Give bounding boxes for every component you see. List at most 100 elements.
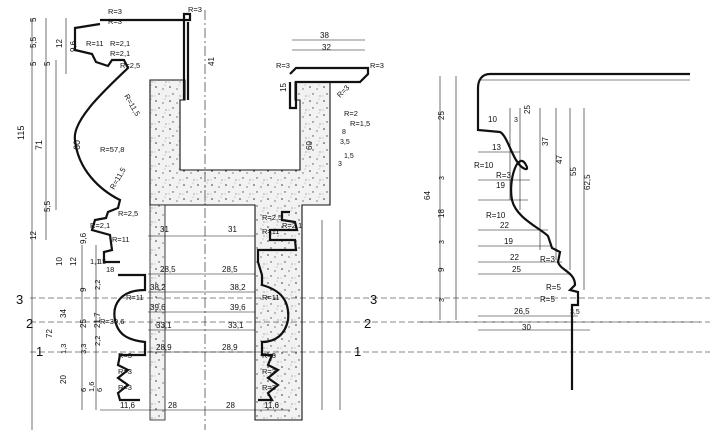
rd-h-1: 13 [492,143,501,152]
dim-b-16: 6 [79,388,88,392]
radius-cap-5: R=1,5 [350,119,370,128]
radius-ll-3: R=3 [118,351,132,360]
dim-b-11: 72 [45,329,54,338]
radius-top-2: R=3 [108,17,122,26]
wall-dimension-lines [100,39,365,411]
section-mark-right-2: 2 [364,316,371,331]
cap-depth: 41 [207,57,216,66]
rd-top-3: 25 [523,105,532,114]
wall-dim-4: 28,5 [222,265,238,274]
rd-r-2: R=3 [496,171,511,180]
wall-dim-6: 38,2 [230,283,246,292]
radius-top-3: R=11 [86,39,104,48]
dim-left-top-5: 5 [29,61,38,66]
cap-width-outer: 38 [320,31,329,40]
dim-left-top-1: 5 [29,17,38,22]
dim-b-10: 34 [59,309,68,318]
dim-left-top-2: 5,5 [29,36,38,48]
dim-low-1: 5,5 [43,200,52,212]
radius-cap-4: R=2 [344,109,358,118]
radius-cap-6: R=3 [335,83,351,99]
dim-left-top-3: 12 [55,39,64,48]
rd-vert-4: 9 [437,267,446,272]
rd-h-3: 22 [500,221,509,230]
dim-b-15: 20 [59,375,68,384]
rd-h-5: 22 [510,253,519,262]
rd-r-5: R=5 [546,283,561,292]
rd-vert-3: 18 [437,209,446,218]
radius-top-9: R=11,5 [108,166,128,191]
cap-side: 15 [279,83,288,92]
section-mark-left-2: 2 [26,316,33,331]
wall-dim-8: 39,6 [230,303,246,312]
lower-right-profile [256,210,299,402]
dim-sub-height: 60 [72,140,82,150]
rd-top-4: 37 [541,137,550,146]
radius-lr-5: R=3 [262,351,276,360]
wall-dim-11: 28,9 [156,343,172,352]
dim-b-13: 3,3 [79,344,88,354]
wall-dim-15: 11,6 [120,401,136,410]
dim-b-4: 15 [98,257,106,266]
right-profile-detail: 25 64 18 9 3 3 3 10 3 25 37 47 55 62,5 1… [420,72,700,390]
ogee-profile-left [73,22,130,264]
wall-dim-9: 33,1 [156,321,172,330]
radius-cap-2: R=3 [276,61,290,70]
dim-b-2: 12 [69,257,78,266]
left-vertical-dim-lines [31,18,341,430]
dim-overall-height: 115 [16,126,26,140]
left-section-view: 5 5,5 12 9,6 5 5 115 71 60 5,5 12 9,6 10… [16,5,710,430]
dim-b-8: 25 [79,319,88,328]
radius-lr-2: R=11 [262,227,280,236]
radius-lr-3: R=2,1 [282,221,302,230]
rd-h-2: 19 [496,181,505,190]
rd-top-1: 10 [488,115,497,124]
cap-small-5: 3 [338,161,342,168]
rd-vert-6: 3 [439,298,446,302]
wall-dim-1: 31 [160,225,169,234]
radius-ll-5: R=3 [118,383,132,392]
dim-b-1: 10 [55,257,64,266]
radius-cap-1: R=3 [188,5,202,14]
cap-small-3: 8 [342,129,346,136]
rd-r-6: R=5 [540,295,555,304]
radius-top-8: R=57,8 [100,145,124,154]
dim-low-3: 9,6 [79,232,88,244]
radius-lr-6: R=3 [262,367,276,376]
radius-top-4: R=2,1 [110,39,130,48]
radius-top-12: R=11 [112,235,130,244]
cap-small-2: 3,5 [340,139,350,146]
right-horizontal-dim-lines [420,151,700,331]
rd-top-5: 47 [555,155,564,164]
rd-r-3: R=10 [486,211,506,220]
rd-h-6: 25 [512,265,521,274]
section-mark-right-1: 1 [354,344,361,359]
rd-r-1: R=10 [474,161,494,170]
dim-b-7: 2,2 [93,280,102,290]
rd-r-4: R=3 [540,255,555,264]
rd-h-8: 30 [522,323,531,332]
wall-dim-16: 11,6 [264,401,280,410]
concrete-fill [149,79,331,421]
wall-dim-7: 39,6 [150,303,166,312]
dim-left-top-4: 9,6 [69,40,78,52]
radius-ll-4: R=3 [118,367,132,376]
wall-dim-13: 28 [168,401,177,410]
dim-b-6: 9 [79,287,88,292]
rd-top-6: 55 [569,167,578,176]
rd-h-7: 26,5 [514,307,530,316]
dim-left-top-6: 5 [43,61,52,66]
cap-small-1: 60 [305,141,314,150]
rd-h-4: 19 [504,237,513,246]
dim-b-9: 21,7 [93,312,102,328]
dim-low-2: 12 [29,231,38,240]
radius-top-1: R=3 [108,7,122,16]
wall-dim-10: 33,1 [228,321,244,330]
dim-b-17: 1,6 [87,382,96,392]
radius-lr-7: R=3 [262,383,276,392]
radius-top-5: R=2,1 [110,49,130,58]
radius-top-11: R=2,1 [90,221,110,230]
section-mark-right-3: 3 [370,292,377,307]
cap-profile [100,12,192,100]
